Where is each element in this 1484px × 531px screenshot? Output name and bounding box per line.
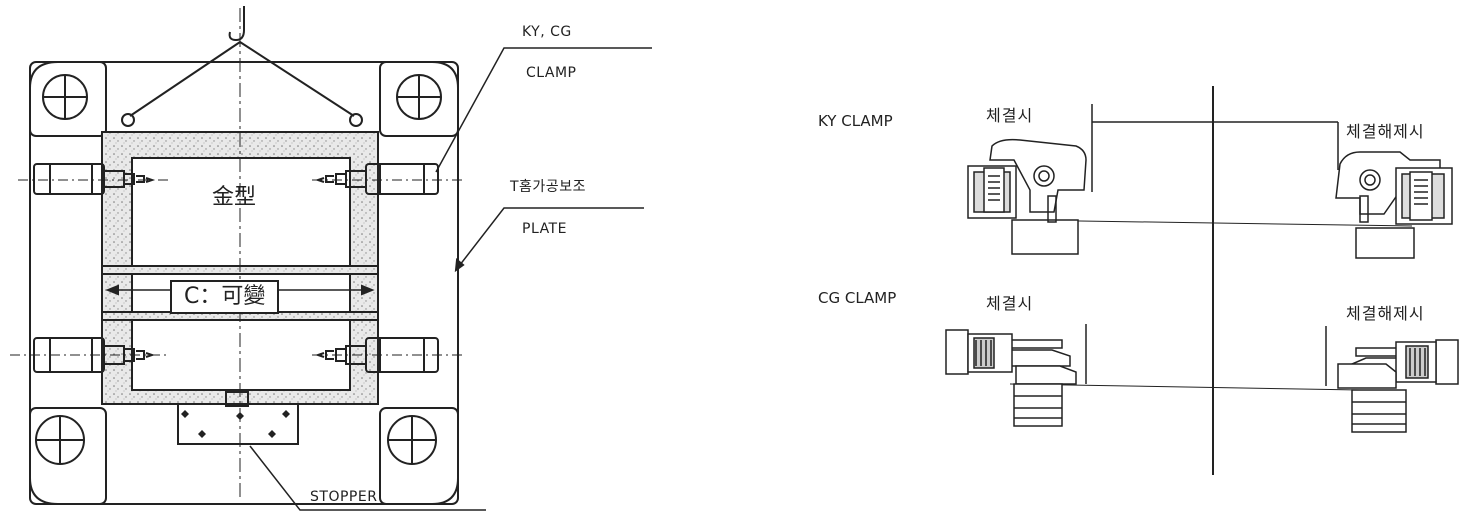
ky-clamp-clamped [967,138,1087,255]
mold-label: 金型 [212,185,257,210]
cg-clamp-clamped [945,329,1077,427]
eyebolt-right [349,113,363,127]
ky-clamp-released [1335,151,1453,259]
dimension-label: C：可變 [170,280,280,314]
eyebolt-left [121,113,135,127]
corner-block-br [379,407,459,505]
platen-figure [10,6,652,511]
clamp-top-right [314,163,439,195]
callout-plate: PLATE [522,221,567,237]
hook [228,6,245,42]
cg-released-label: 체결해제시 [1346,304,1425,323]
leader-stopper [249,445,486,511]
stopper-block [177,403,299,445]
corner-block-tr [379,61,459,137]
corner-block-tl [29,61,107,137]
cg-row-label: CG CLAMP [818,289,897,307]
callout-stopper: STOPPER [310,489,378,505]
tie-bar-hole-tr [396,74,442,120]
ky-released-label: 체결해제시 [1346,122,1425,141]
sling-left [129,41,241,117]
clamp-states-figure [945,86,1459,475]
tie-bar-hole-tl [42,74,88,120]
callout-t-slot: T홈가공보조 [510,179,586,195]
callout-ky-cg: KY, CG [522,24,572,40]
ky-row-label: KY CLAMP [818,112,893,130]
tie-bar-hole-bl [35,415,85,465]
leader-clamp [435,47,652,173]
sling-right [239,41,355,117]
clamp-top-left [33,163,156,195]
callout-clamp: CLAMP [526,65,577,81]
leader-plate [455,207,644,271]
ky-clamped-label: 체결시 [986,106,1034,125]
corner-block-bl [29,407,107,505]
cg-clamp-released [1337,339,1459,433]
cg-clamped-label: 체결시 [986,294,1034,313]
tie-bar-hole-br [387,415,437,465]
